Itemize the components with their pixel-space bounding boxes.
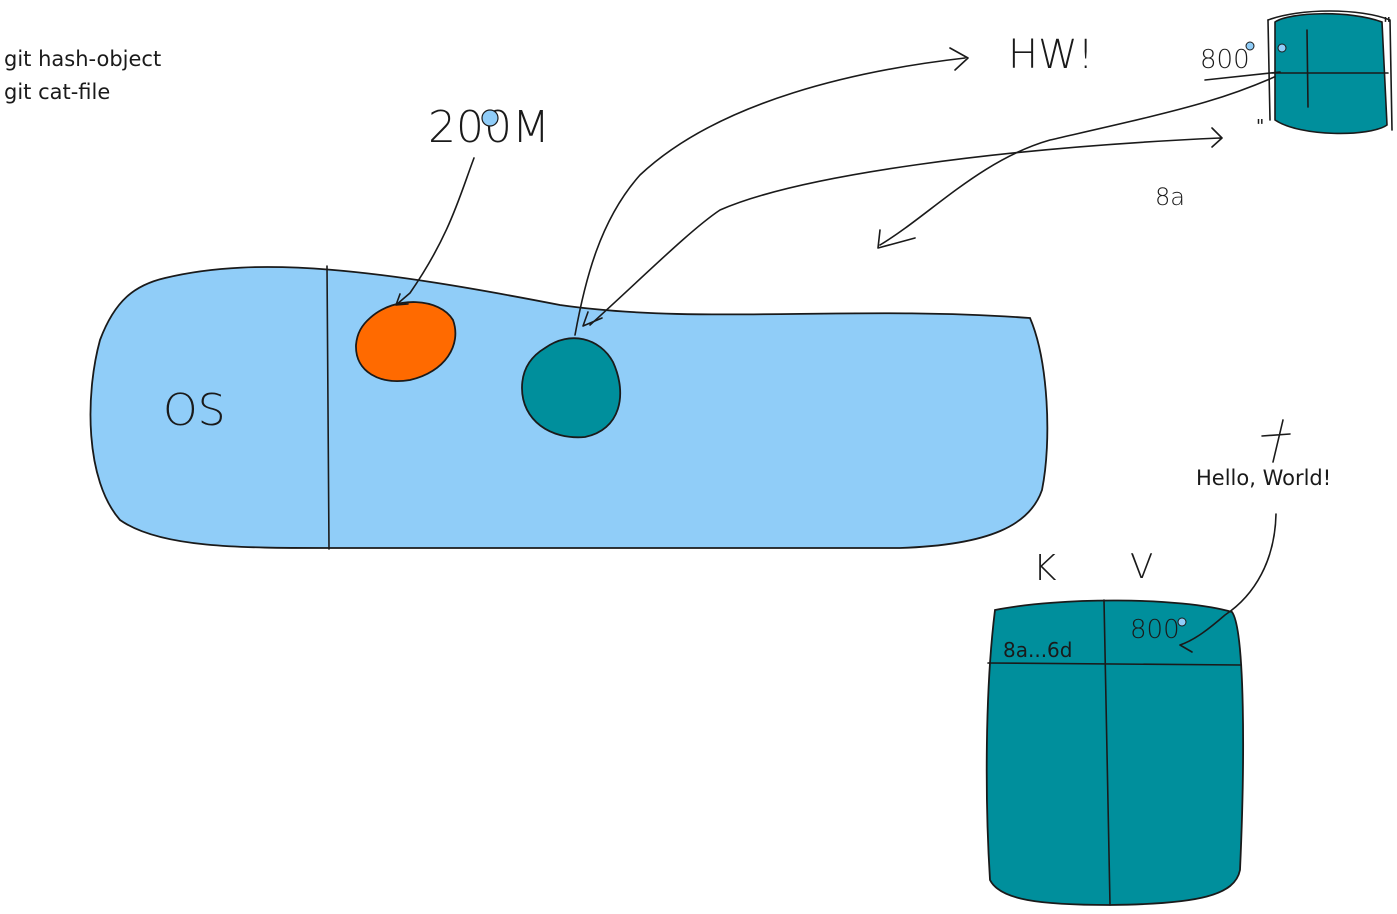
disk-address-dot [1245, 41, 1255, 51]
disk-quote-top: " [1383, 14, 1391, 35]
hw-label: HW! [1008, 32, 1094, 78]
memory-divider [326, 265, 330, 550]
short-hash-label: 8a [1155, 183, 1185, 211]
command-hash-object: git hash-object [4, 47, 161, 71]
arrow-tip-teal [582, 311, 603, 327]
orange-process-blob [355, 301, 457, 382]
os-label: OS [163, 385, 226, 436]
arrow-value-to-content [1179, 513, 1277, 653]
disk-left-edge [1267, 19, 1271, 121]
arrow-disk-to-teal [877, 64, 1301, 249]
arrow-load-to-memory [589, 127, 1223, 326]
disk-address-label: 800 [1200, 45, 1250, 75]
disk-col-line [1306, 29, 1309, 108]
content-marker [1261, 419, 1291, 463]
arrow-teal-to-hw [574, 47, 969, 336]
kv-store-shape [985, 599, 1244, 906]
command-cat-file: git cat-file [4, 80, 110, 104]
kv-value-cell: 800 [1130, 615, 1180, 645]
disk-cylinder: 800 " " [1200, 10, 1393, 137]
kv-row-divider [987, 662, 1241, 666]
kv-col-divider [1103, 599, 1111, 906]
value-header: V [1130, 547, 1153, 587]
content-label: Hello, World! [1196, 466, 1331, 490]
disk-underline [1204, 71, 1281, 81]
disk-quote-bottom: " [1256, 116, 1264, 137]
kv-key-cell: 8a...6d [1003, 638, 1072, 662]
teal-process-blob [521, 337, 621, 439]
kv-value-dot [1177, 617, 1187, 627]
disk-cell-dot [1277, 43, 1287, 53]
key-header: K [1033, 548, 1057, 589]
kv-store-table: 8a...6d 800 [985, 599, 1244, 906]
disk-top-edge [1267, 10, 1393, 131]
arrow-200m-to-orange [395, 157, 475, 306]
memory-size-dot [481, 109, 499, 127]
